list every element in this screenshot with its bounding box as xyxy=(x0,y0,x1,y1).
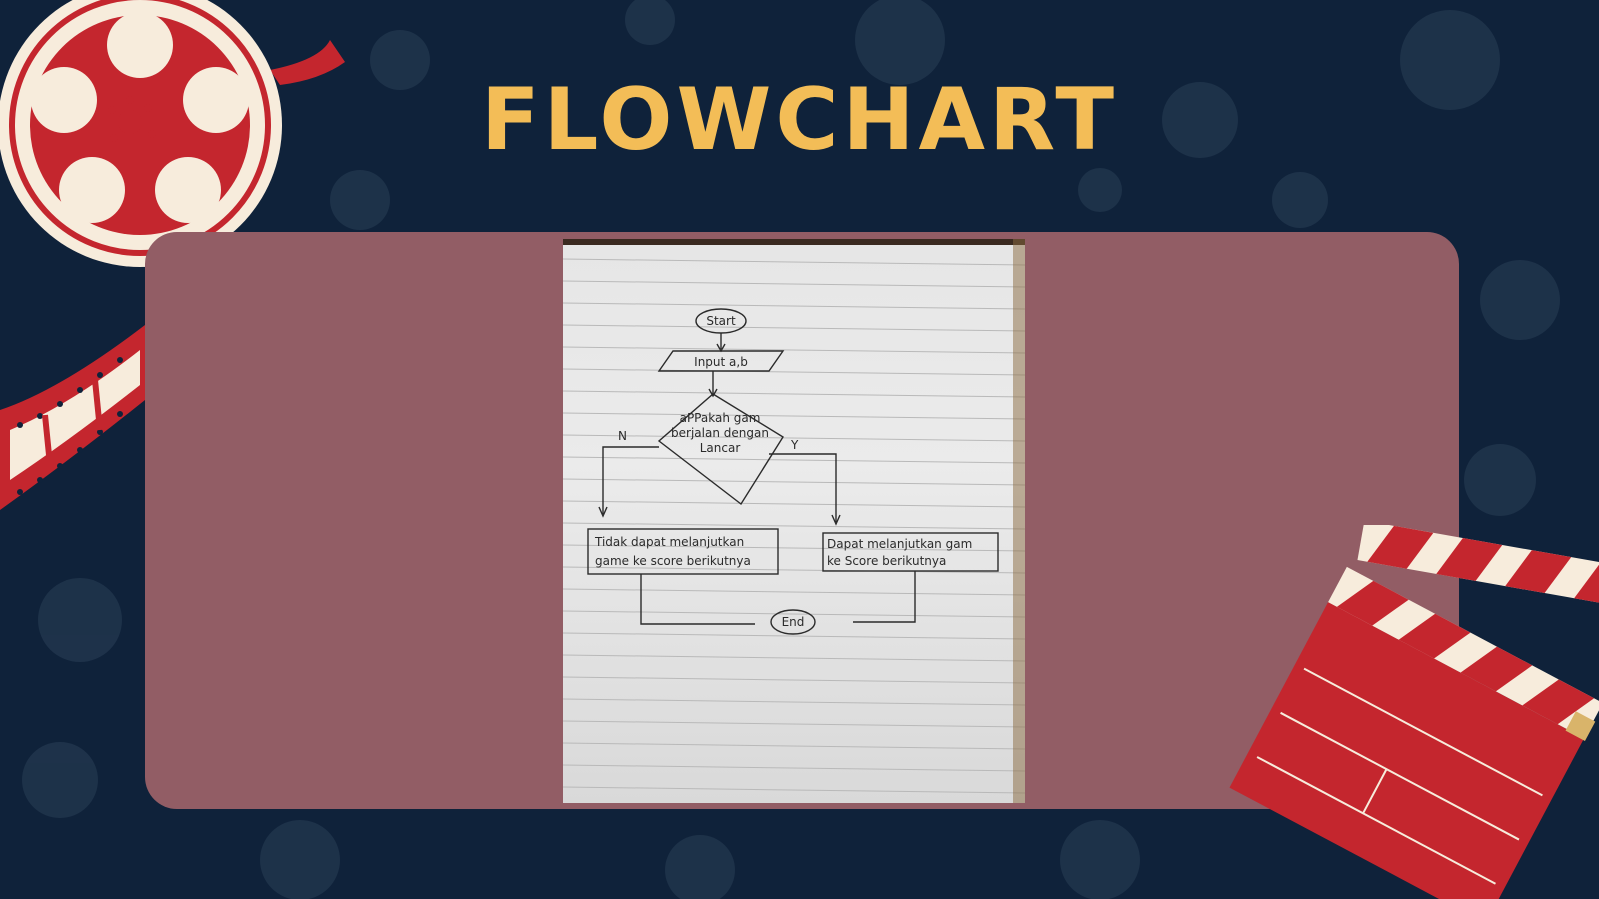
slide-title: FLOWCHART xyxy=(480,70,1119,170)
yes-branch-label: Y xyxy=(790,438,799,452)
yes-box-label-2: ke Score berikutnya xyxy=(827,554,946,568)
yes-box-label-1: Dapat melanjutkan gam xyxy=(827,537,972,551)
input-label: Input a,b xyxy=(694,355,748,369)
decision-label-3: Lancar xyxy=(700,441,741,455)
film-strip-icon xyxy=(0,325,145,510)
no-box-label-2: game ke score berikutnya xyxy=(595,554,751,568)
start-label: Start xyxy=(706,314,736,328)
input-parallelogram xyxy=(657,350,785,372)
no-box-label-1: Tidak dapat melanjutkan xyxy=(594,535,744,549)
decision-diamond xyxy=(657,393,784,506)
end-label: End xyxy=(782,615,805,629)
handwritten-flowchart: Start Input a,b aPPakah gam berjalan den… xyxy=(563,239,1025,803)
decision-label-2: berjalan dengan xyxy=(671,426,769,440)
end-terminator xyxy=(770,609,816,635)
yes-process-box xyxy=(822,532,999,572)
no-branch-label: N xyxy=(618,429,627,443)
flowchart-photo: Start Input a,b aPPakah gam berjalan den… xyxy=(563,239,1025,803)
no-process-box xyxy=(587,528,779,575)
decision-label-1: aPPakah gam xyxy=(680,411,761,425)
film-reel-icon xyxy=(0,0,345,267)
clapperboard-icon xyxy=(1229,525,1599,899)
